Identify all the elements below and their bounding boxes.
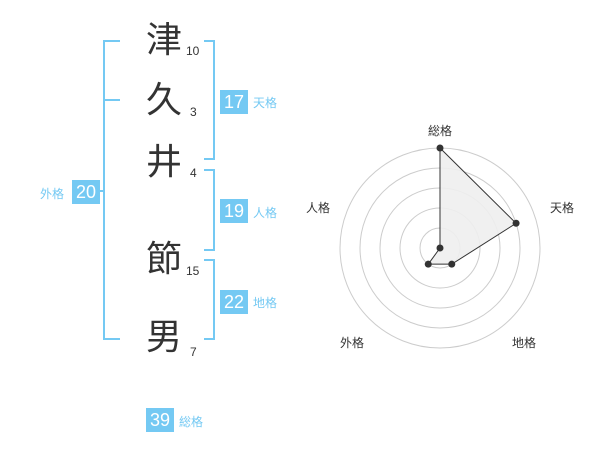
radar-axis-label-jinkaku: 人格 [306,201,331,215]
gaikaku-badge: 20 [72,180,100,204]
stroke-count-3: 4 [190,166,197,180]
tenkaku-badge: 17 [220,90,248,114]
gaikaku-label: 外格 [40,187,65,201]
name-char-5: 男 [145,317,182,358]
soukaku-badge: 39 [146,408,174,432]
chikaku-badge: 22 [220,290,248,314]
name-char-3: 井 [145,142,182,183]
radar-series-polygon [427,146,517,265]
chikaku-label: 地格 [253,296,278,310]
jinkaku-label: 人格 [253,206,278,220]
radar-point-5 [436,244,444,252]
stroke-count-4: 15 [186,264,200,278]
radar-point-2 [512,219,520,227]
jinkaku-bracket [204,169,215,251]
soukaku-label: 総格 [179,415,204,429]
stroke-count-2: 3 [190,105,197,119]
radar-point-3 [448,260,456,268]
name-char-4: 節 [145,239,182,280]
stroke-count-5: 7 [190,345,197,359]
radar-axis-label-soukaku: 総格 [428,124,453,138]
radar-point-4 [424,260,432,268]
tenkaku-label: 天格 [253,96,278,110]
name-char-1: 津 [145,20,182,61]
stroke-count-1: 10 [186,44,200,58]
name-char-2: 久 [145,80,182,121]
radar-axis-label-tenkaku: 天格 [550,201,575,215]
radar-axis-label-gaikaku: 外格 [340,336,365,350]
tenkaku-bracket [204,40,215,160]
radar-axis-label-chikaku: 地格 [512,336,537,350]
radar-point-1 [436,144,444,152]
chikaku-bracket [204,259,215,340]
jinkaku-badge: 19 [220,199,248,223]
